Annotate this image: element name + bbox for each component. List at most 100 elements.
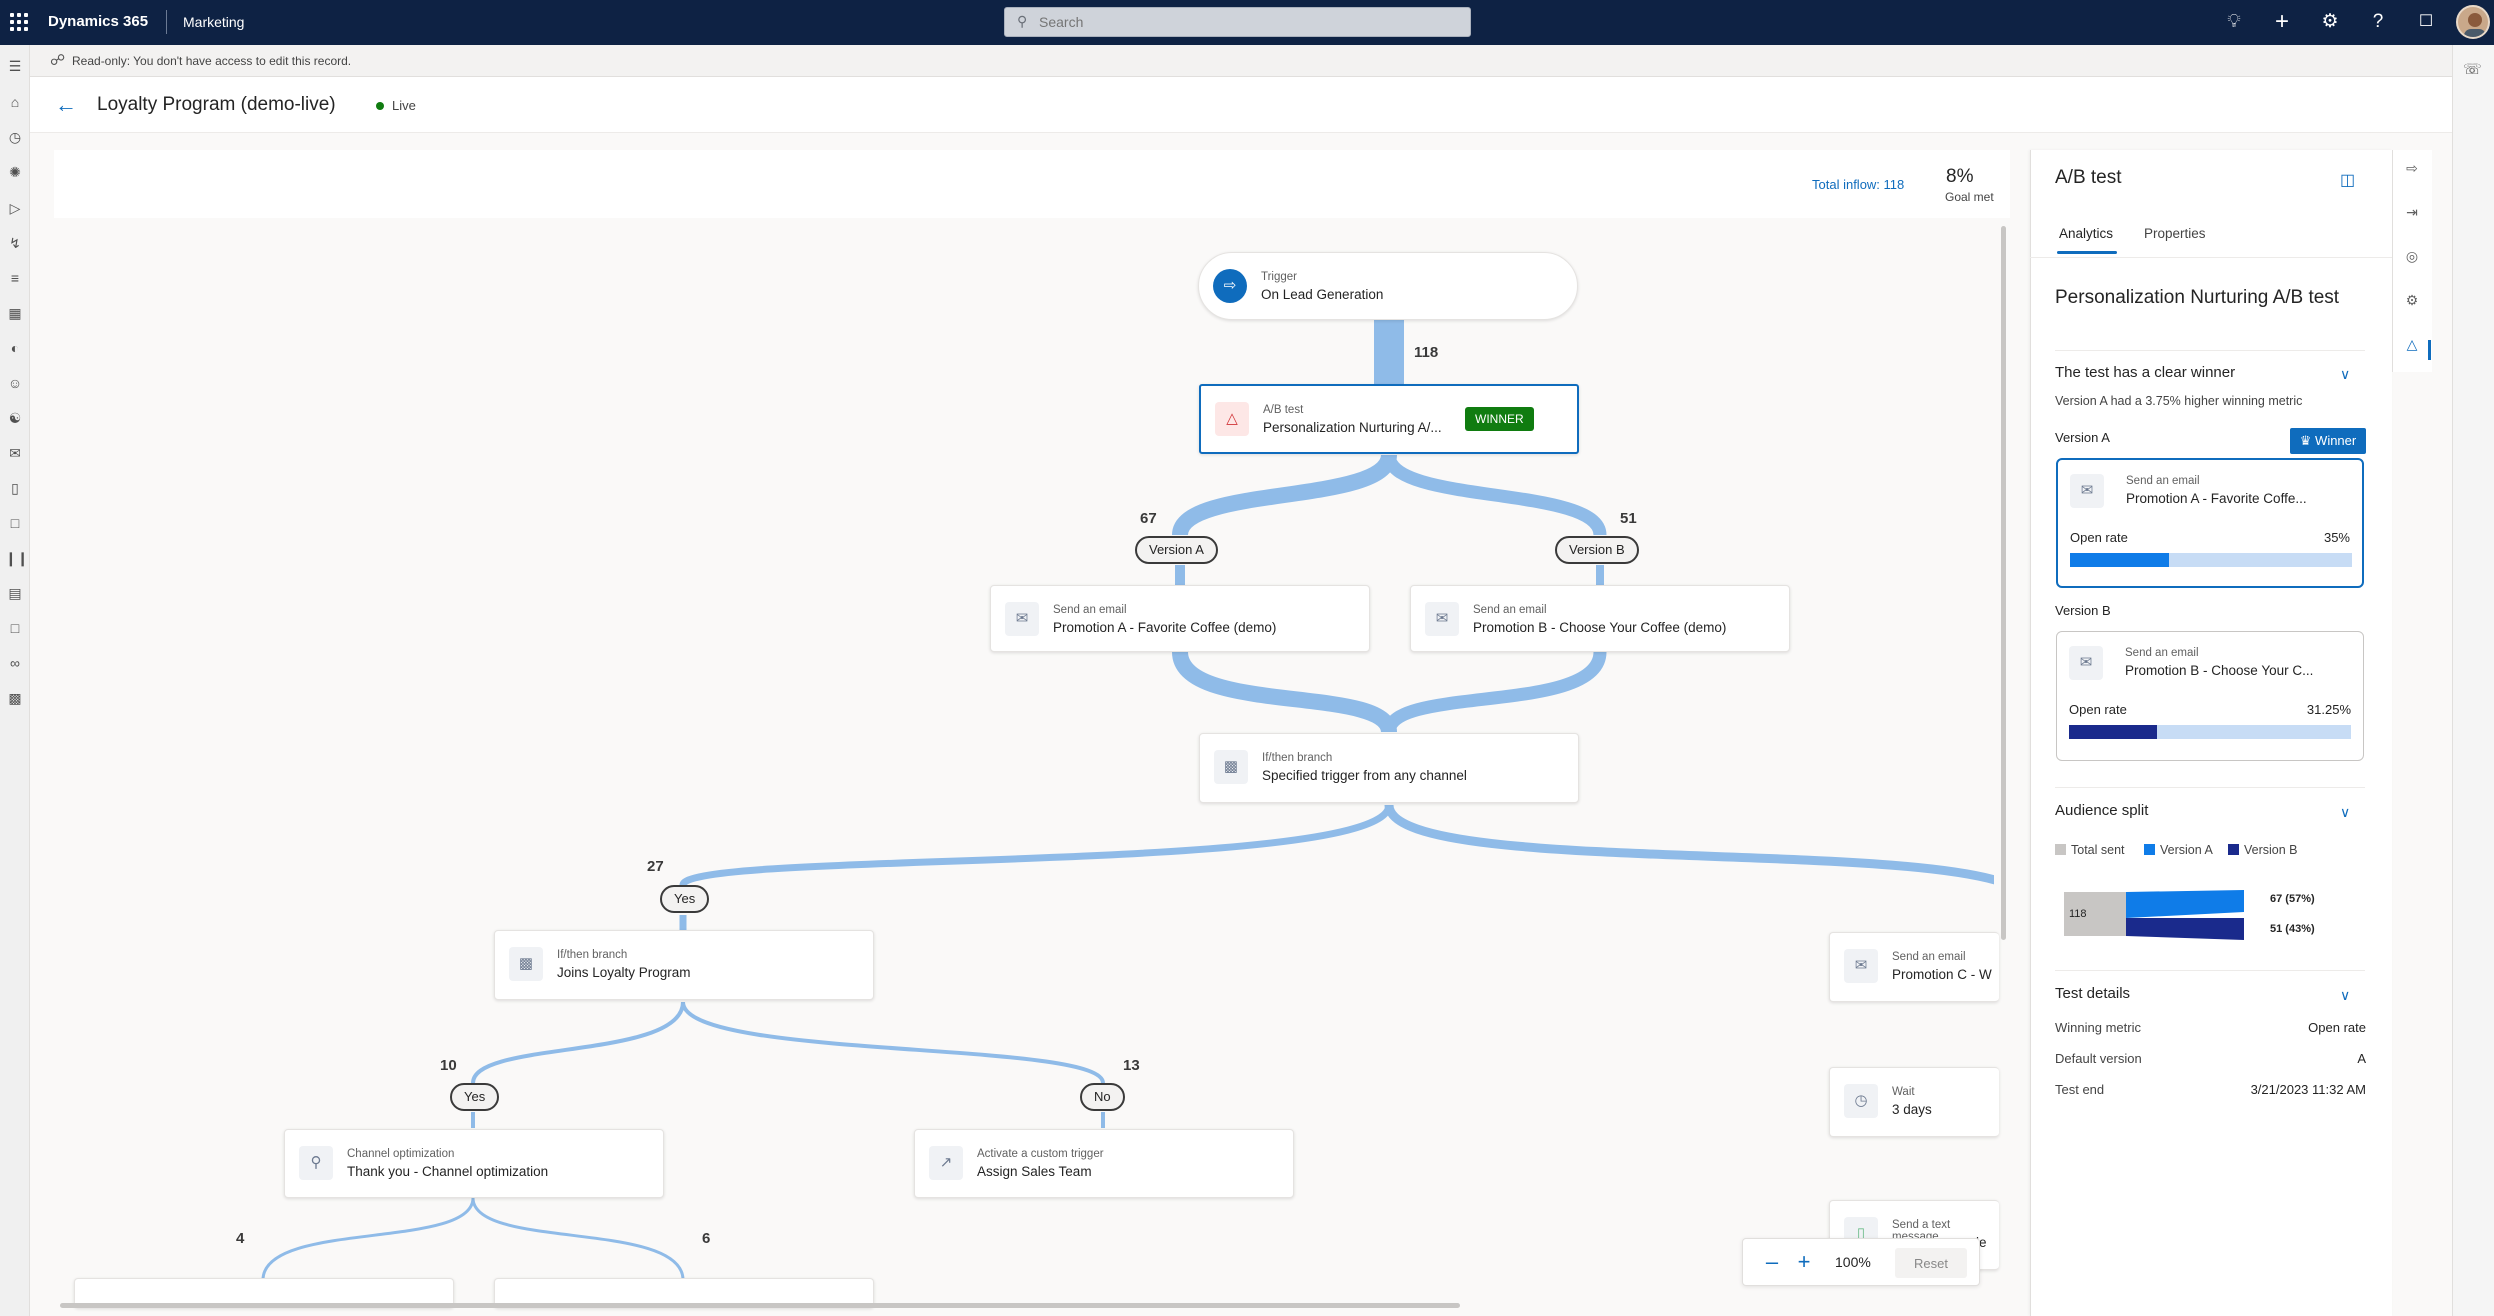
play-icon[interactable]: ▷ — [9, 200, 21, 216]
trigger-node[interactable]: ⇨ Trigger On Lead Generation — [1198, 252, 1578, 320]
email-a-type: Send an email — [1053, 604, 1127, 616]
version-b-card[interactable]: ✉ Send an email Promotion B - Choose You… — [2056, 631, 2364, 761]
globe-icon[interactable]: ◐ — [10, 340, 20, 356]
no-pill[interactable]: No — [1080, 1083, 1125, 1111]
search-box[interactable]: ⚲ — [1004, 7, 1471, 37]
zoom-out-button[interactable]: – — [1765, 1249, 1779, 1274]
custom-trigger-node[interactable]: ↗ Activate a custom trigger Assign Sales… — [914, 1129, 1294, 1198]
journey-canvas[interactable] — [54, 150, 2010, 1316]
hamburger-icon[interactable]: ☰ — [8, 58, 22, 74]
entry-icon[interactable]: ⇨ — [2406, 160, 2418, 176]
tab-divider — [2030, 257, 2392, 258]
brand-name[interactable]: Dynamics 365 — [48, 13, 149, 30]
trophy-icon: ♛ — [2299, 433, 2316, 448]
contact-icon[interactable]: ☺ — [7, 375, 23, 391]
clipboard-icon[interactable]: ▩ — [8, 690, 22, 706]
detail-value: Open rate — [2308, 1020, 2366, 1035]
divider — [2055, 350, 2365, 351]
zoom-level: 100% — [1835, 1254, 1871, 1270]
list-icon[interactable]: ≡ — [10, 270, 20, 286]
branch-type: If/then branch — [557, 949, 628, 961]
app-launcher-icon[interactable] — [8, 11, 30, 33]
version-b-pill[interactable]: Version B — [1555, 536, 1639, 564]
legend-version-a: Version A — [2144, 843, 2213, 857]
yes-pill-2[interactable]: Yes — [450, 1083, 500, 1111]
version-b-label: Version B — [2055, 603, 2111, 618]
version-a-metric-label: Open rate — [2070, 530, 2128, 545]
search-icon: ⚲ — [1017, 13, 1028, 29]
status-badge: Live — [392, 98, 416, 113]
count-label: 4 — [236, 1230, 245, 1247]
version-a-metric-value: 35% — [2323, 530, 2350, 545]
user-avatar[interactable] — [2456, 5, 2490, 39]
tab-properties[interactable]: Properties — [2144, 226, 2206, 241]
wait-node[interactable]: ◷ Wait 3 days — [1829, 1067, 1999, 1137]
email-icon[interactable]: ✉ — [9, 445, 21, 461]
readonly-text: Read-only: You don't have access to edit… — [72, 54, 352, 68]
zoom-in-button[interactable]: + — [1797, 1249, 1811, 1274]
chevron-down-icon[interactable]: ∨ — [2340, 987, 2351, 1003]
settings-group-icon[interactable]: ∞ — [10, 655, 20, 671]
form-icon[interactable]: ▤ — [8, 585, 22, 601]
email-b-node[interactable]: ✉ Send an email Promotion B - Choose You… — [1410, 585, 1790, 652]
email-a-node[interactable]: ✉ Send an email Promotion A - Favorite C… — [990, 585, 1370, 652]
legend-version-b: Version B — [2228, 843, 2298, 857]
comments-icon[interactable]: ☏ — [2463, 61, 2482, 78]
version-a-card[interactable]: ✉ Send an email Promotion A - Favorite C… — [2056, 458, 2364, 588]
legend-total: Total sent — [2055, 843, 2125, 857]
module-name[interactable]: Marketing — [183, 14, 245, 30]
plus-icon[interactable]: + — [2274, 8, 2289, 35]
connector-branch-no — [1384, 803, 1994, 885]
goal-percent: 8% — [1946, 166, 1974, 187]
email-c-node[interactable]: ✉ Send an email Promotion C - W — [1829, 932, 1999, 1002]
chat-icon[interactable]: ☐ — [2418, 13, 2434, 30]
channel-optimization-node[interactable]: ⚲ Channel optimization Thank you - Chann… — [284, 1129, 664, 1198]
library-icon[interactable]: ❙❙ — [5, 550, 29, 566]
building-icon[interactable]: ▦ — [8, 305, 22, 321]
horizontal-scrollbar[interactable] — [60, 1303, 1460, 1308]
branch-node-2[interactable]: ▩ If/then branch Joins Loyalty Program — [494, 930, 874, 1000]
custom-trigger-icon: ↗ — [929, 1146, 963, 1180]
lightbulb-icon[interactable]: 💡︎ — [2227, 11, 2241, 32]
collapse-panel-icon[interactable]: ◫ — [2340, 172, 2356, 189]
settings-icon[interactable]: ⚙ — [2405, 292, 2419, 308]
exit-icon[interactable]: ⇥ — [2406, 204, 2418, 220]
flask-icon[interactable]: △ — [2406, 336, 2418, 352]
yes-pill[interactable]: Yes — [660, 885, 710, 913]
reset-button[interactable]: Reset — [1895, 1248, 1967, 1278]
back-arrow-icon[interactable]: ← — [55, 92, 77, 117]
channel-type: Channel optimization — [347, 1148, 455, 1160]
gear-icon[interactable]: ⚙ — [2321, 11, 2339, 32]
phone-icon[interactable]: ▯ — [11, 480, 19, 496]
text-message-name: le — [1976, 1235, 1987, 1250]
message-icon[interactable]: □ — [10, 515, 20, 531]
document-icon[interactable]: □ — [10, 620, 20, 636]
branch-node[interactable]: ▩ If/then branch Specified trigger from … — [1199, 733, 1579, 803]
tab-analytics[interactable]: Analytics — [2059, 226, 2114, 241]
split-version-a-flow — [2126, 890, 2244, 918]
split-version-a-label: 67 (57%) — [2270, 893, 2315, 905]
detail-value: 3/21/2023 11:32 AM — [2250, 1082, 2366, 1097]
help-icon[interactable]: ? — [2372, 11, 2384, 32]
pin-icon[interactable]: ✺ — [9, 164, 21, 180]
search-input[interactable] — [1039, 12, 1439, 32]
branch-icon: ▩ — [1214, 750, 1248, 784]
total-inflow[interactable]: Total inflow: 118 — [1812, 177, 1905, 192]
target-icon[interactable]: ◎ — [2405, 248, 2419, 264]
version-a-pill[interactable]: Version A — [1135, 536, 1218, 564]
recent-icon[interactable]: ◷ — [8, 129, 22, 145]
ab-test-name: Personalization Nurturing A/... — [1263, 420, 1442, 435]
split-version-b-flow — [2126, 918, 2244, 940]
version-b-metric-value: 31.25% — [2306, 702, 2351, 717]
home-icon[interactable]: ⌂ — [10, 94, 20, 110]
panel-side-toolbar — [2392, 150, 2432, 372]
vertical-scrollbar[interactable] — [2001, 226, 2006, 940]
segments-icon[interactable]: ☯ — [8, 410, 22, 426]
journeys-icon[interactable]: ↯ — [9, 235, 21, 251]
version-a-progress — [2070, 553, 2352, 567]
version-b-progress — [2069, 725, 2351, 739]
trigger-icon: ⇨ — [1213, 269, 1247, 303]
chevron-down-icon[interactable]: ∨ — [2340, 366, 2351, 382]
chevron-down-icon[interactable]: ∨ — [2340, 804, 2351, 820]
panel-title: A/B test — [2055, 167, 2122, 188]
